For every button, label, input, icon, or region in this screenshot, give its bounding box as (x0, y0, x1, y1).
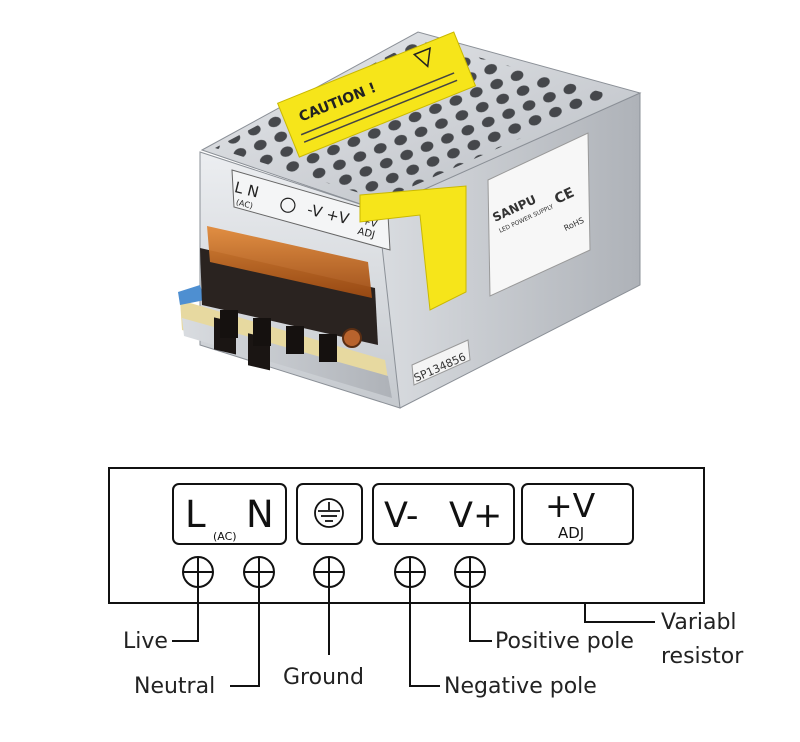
product-label: SANPU LED POWER SUPPLY CE RoHS (487, 132, 591, 297)
screw-terminal-live (182, 556, 214, 588)
screw-terminal-neutral (243, 556, 275, 588)
live-terminal-label: L (185, 493, 206, 536)
power-supply-photo: CAUTION ! L N (AC) -V +V +V ADJ (178, 31, 642, 409)
earth-ground-icon (314, 498, 344, 528)
positive-leader (469, 587, 492, 642)
neutral-leader (230, 587, 260, 687)
live-leader (172, 587, 199, 642)
svg-text:CE: CE (552, 185, 577, 208)
ground-label: Ground (283, 665, 364, 690)
ventilation-holes (215, 40, 615, 200)
svg-text:(AC): (AC) (235, 198, 254, 211)
ac-label: (AC) (213, 530, 237, 543)
adjust-terminal-box (521, 483, 634, 545)
output-terminal-box (372, 483, 515, 545)
adj-label: ADJ (558, 524, 584, 542)
ground-terminal-box (296, 483, 363, 545)
screw-terminal-negative (394, 556, 426, 588)
neutral-terminal-label: N (246, 493, 274, 536)
caution-label: CAUTION ! (276, 31, 477, 158)
side-sticker (359, 185, 467, 311)
live-label: Live (123, 629, 168, 654)
screw-terminal-ground (313, 556, 345, 588)
neutral-label: Neutral (134, 674, 215, 699)
variable-resistor-label-line1: Variabl (661, 610, 737, 635)
adj-plus-v-label: +V (545, 486, 596, 525)
svg-text:L N: L N (233, 178, 261, 201)
positive-pole-label: Positive pole (495, 629, 634, 654)
ln-terminal-box (172, 483, 287, 545)
screw-terminal-positive (454, 556, 486, 588)
negative-leader (409, 587, 440, 687)
svg-text:ADJ: ADJ (356, 226, 376, 241)
negative-pole-label: Negative pole (444, 674, 597, 699)
v-plus-label: V+ (449, 496, 502, 536)
v-minus-label: V- (384, 496, 419, 536)
potentiometer (342, 328, 362, 348)
variable-resistor-leader (584, 603, 655, 623)
variable-resistor-label-line2: resistor (661, 644, 744, 669)
